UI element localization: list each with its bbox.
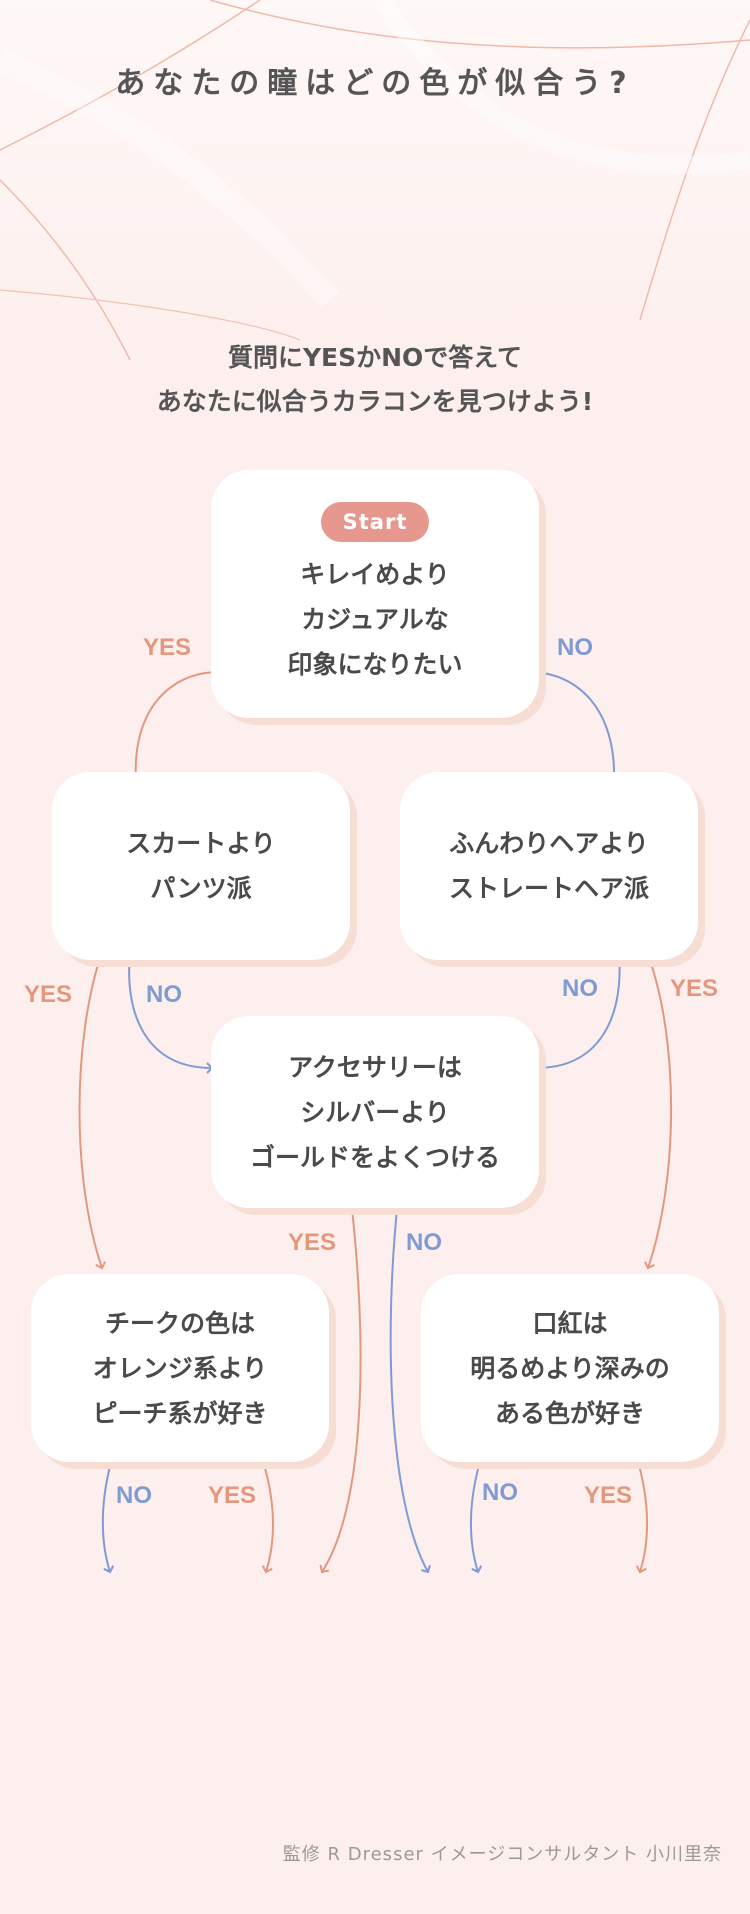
no-label: NO <box>562 975 598 1002</box>
intro-line: あなたに似合うカラコンを見つけよう! <box>156 387 594 416</box>
no-connector <box>534 951 621 1074</box>
accessory-question-box: アクセサリーは シルバーより ゴールドをよくつける <box>211 1016 539 1208</box>
question-line: ある色が好き <box>494 1398 645 1428</box>
no-label: NO <box>116 1482 152 1509</box>
question-line: カジュアルな <box>301 604 449 634</box>
no-connector <box>128 951 214 1074</box>
question-line: 印象になりたい <box>287 649 463 679</box>
hair-question-box: ふんわりヘアより ストレートヘア派 <box>400 772 698 960</box>
no-label: NO <box>146 981 182 1008</box>
question-line: ピーチ系が好き <box>92 1398 268 1428</box>
question-line: オレンジ系より <box>92 1353 268 1383</box>
intro-line: 質問にYESかNOで答えて <box>227 343 523 372</box>
yes-connector <box>260 1454 274 1574</box>
yes-label: YES <box>24 981 72 1008</box>
yes-connector <box>643 951 673 1270</box>
question-line: チークの色は <box>104 1308 255 1338</box>
start-badge: Start <box>321 501 429 542</box>
question-line: アクセサリーは <box>288 1052 462 1082</box>
no-connector <box>101 1454 115 1574</box>
yes-label: YES <box>143 634 191 661</box>
lipstick-question-box: 口紅は 明るめより深みの ある色が好き <box>421 1274 719 1462</box>
question-line: キレイめより <box>300 559 450 589</box>
question-line: パンツ派 <box>150 874 252 903</box>
yes-connector <box>78 951 107 1270</box>
yes-label: YES <box>584 1482 632 1509</box>
no-connector <box>528 671 620 782</box>
yes-label: YES <box>288 1229 336 1256</box>
question-line: ゴールドをよくつける <box>249 1142 500 1172</box>
question-line: ふんわりヘアより <box>449 829 649 858</box>
yes-connector <box>635 1454 649 1574</box>
question-line: シルバーより <box>300 1097 450 1127</box>
skirt-question-box: スカートより パンツ派 <box>52 772 350 960</box>
intro-text: 質問にYESかNOで答えて あなたに似合うカラコンを見つけよう! <box>0 336 750 424</box>
question-line: 口紅は <box>532 1308 608 1338</box>
page-title: あなたの瞳はどの色が似合う? <box>115 66 635 101</box>
no-connector <box>389 1199 431 1574</box>
yes-label: YES <box>208 1482 256 1509</box>
yes-label: YES <box>670 975 718 1002</box>
question-line: スカートより <box>126 829 276 858</box>
supervisor-credit: 監修 R Dresser イメージコンサルタント 小川里奈 <box>282 1844 722 1865</box>
question-line: 明るめより深みの <box>470 1353 670 1383</box>
no-label: NO <box>482 1479 518 1506</box>
yes-connector <box>130 671 220 782</box>
start-question-box: Start キレイめより カジュアルな 印象になりたい <box>211 470 539 718</box>
no-connector <box>469 1454 483 1574</box>
no-label: NO <box>406 1229 442 1256</box>
cheek-question-box: チークの色は オレンジ系より ピーチ系が好き <box>31 1274 329 1462</box>
question-line: ストレートヘア派 <box>448 874 649 903</box>
yes-connector <box>319 1199 362 1574</box>
no-label: NO <box>557 634 593 661</box>
